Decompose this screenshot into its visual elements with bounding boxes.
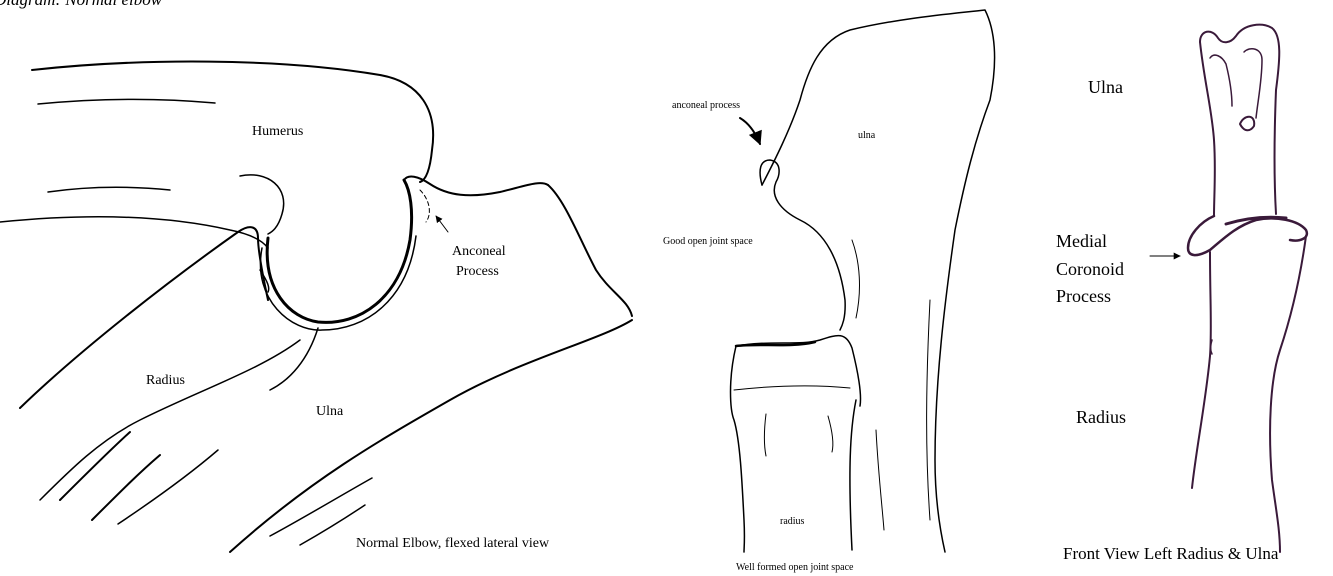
ulna-shaft-line-2 (876, 430, 884, 530)
humerus-shaft-line (48, 187, 170, 192)
radius-right-outline-front (1270, 236, 1306, 552)
radius-inner-line-2 (828, 416, 833, 452)
humerus-lower-edge (0, 217, 268, 248)
anconeal-process-arrow (740, 118, 760, 144)
forearm-line-2 (92, 455, 160, 520)
anconeal-process-label: anconeal process (672, 100, 740, 111)
front-view-caption: Front View Left Radius & Ulna (1063, 545, 1278, 564)
ulna-olecranon-inner-2 (1244, 49, 1262, 118)
radius-physis-line (734, 386, 850, 390)
ulna-olecranon-outline (548, 185, 632, 316)
ulna-upper-edge (270, 328, 318, 390)
forearm-line-3 (118, 450, 218, 524)
humerus-label: Humerus (252, 124, 303, 139)
anconeal-tip (404, 177, 548, 196)
lateral-view-drawing (0, 62, 632, 552)
ulna-label: Ulna (316, 404, 343, 419)
anconeal-label-line2: Process (456, 264, 499, 279)
radiograph-caption: Well formed open joint space (736, 562, 854, 573)
joint-space-label: Good open joint space (663, 236, 753, 247)
coronoid-outline (1188, 216, 1307, 255)
radius-front-label: Radius (1076, 408, 1126, 428)
diagram-caption: Diagram: Normal elbow (0, 0, 162, 10)
ulna-lower-outline (230, 320, 632, 552)
medial-label-line2: Coronoid (1056, 260, 1124, 280)
medial-label-line1: Medial (1056, 232, 1107, 252)
humerus-inner-line (38, 99, 215, 104)
front-view-drawing (1150, 25, 1307, 552)
anconeal-dash (420, 190, 429, 222)
radius-inner-line-1 (765, 414, 767, 456)
radius-right-outline (850, 400, 856, 550)
lateral-view-caption: Normal Elbow, flexed lateral view (356, 536, 549, 551)
radius-small-label: radius (780, 516, 804, 527)
ulna-front-label: Ulna (1088, 78, 1123, 98)
anconeal-arrow (436, 216, 448, 232)
ulna-small-label: ulna (858, 130, 875, 141)
ulna-anconeal-knob (760, 160, 845, 330)
radiograph-view-drawing (731, 10, 995, 552)
ulna-olecranon-inner (1210, 55, 1232, 106)
ulna-inner-line (852, 240, 859, 318)
radius-top-outline (20, 227, 268, 408)
ulna-shaft-line-1 (927, 300, 930, 520)
radius-left-outline-front (1192, 252, 1211, 488)
radius-left-outline (731, 346, 745, 552)
radius-label: Radius (146, 373, 185, 388)
ulna-left-outline-front (1200, 42, 1215, 216)
ulna-notch-front (1240, 117, 1254, 131)
humerus-fossa-line (240, 175, 284, 234)
radius-inner-line-front (1211, 340, 1213, 354)
radius-lower-outline (40, 340, 300, 500)
anconeal-label-line1: Anconeal (452, 244, 506, 259)
humerus-outline (32, 62, 433, 182)
trochlear-notch-outer (267, 180, 411, 322)
medial-label-line3: Process (1056, 287, 1111, 307)
forearm-line-1 (60, 432, 130, 500)
